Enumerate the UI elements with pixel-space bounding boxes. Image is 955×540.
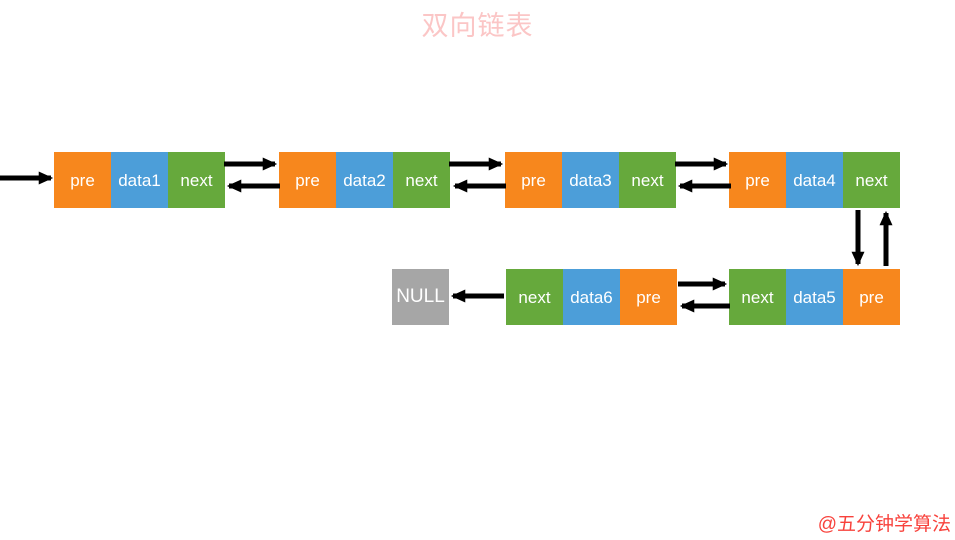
node6-data-cell: data6 — [563, 269, 620, 325]
node6-next-cell: next — [506, 269, 563, 325]
watermark-text: @五分钟学算法 — [817, 514, 951, 535]
node1-pre-cell: pre — [54, 152, 111, 208]
list-node-data2: pre data2 next — [279, 152, 450, 208]
list-node-data4: pre data4 next — [729, 152, 900, 208]
page-title: 双向链表 — [421, 11, 534, 41]
node2-data-cell: data2 — [336, 152, 393, 208]
node5-pre-cell: pre — [843, 269, 900, 325]
node1-next-cell: next — [168, 152, 225, 208]
node4-data-cell: data4 — [786, 152, 843, 208]
node3-pre-cell: pre — [505, 152, 562, 208]
node5-data-cell: data5 — [786, 269, 843, 325]
node4-next-cell: next — [843, 152, 900, 208]
node1-data-cell: data1 — [111, 152, 168, 208]
node6-pre-cell: pre — [620, 269, 677, 325]
node2-pre-cell: pre — [279, 152, 336, 208]
null-terminator-box: NULL — [392, 269, 449, 325]
node3-data-cell: data3 — [562, 152, 619, 208]
node2-next-cell: next — [393, 152, 450, 208]
node5-next-cell: next — [729, 269, 786, 325]
list-node-data3: pre data3 next — [505, 152, 676, 208]
list-node-data6: next data6 pre — [506, 269, 677, 325]
node3-next-cell: next — [619, 152, 676, 208]
node4-pre-cell: pre — [729, 152, 786, 208]
list-node-data1: pre data1 next — [54, 152, 225, 208]
list-node-data5: next data5 pre — [729, 269, 900, 325]
